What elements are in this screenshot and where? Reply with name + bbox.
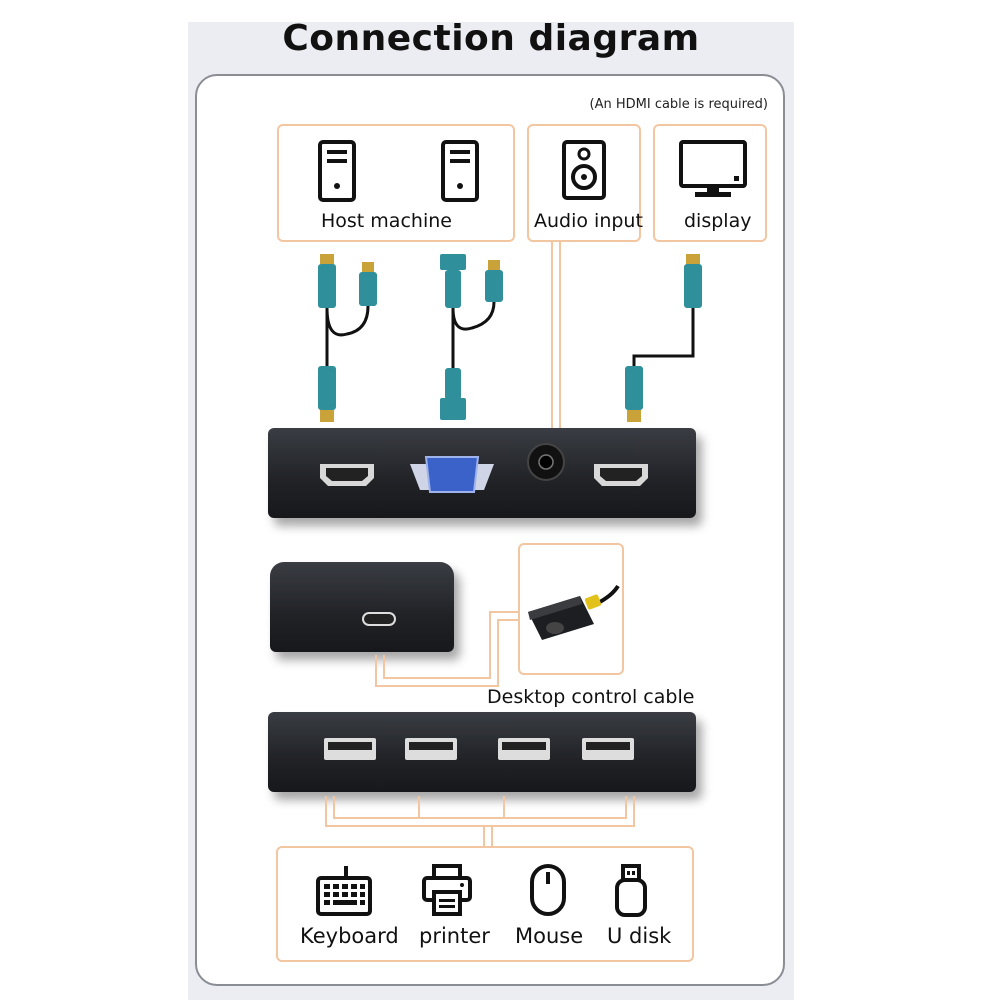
usb-c-port xyxy=(362,612,396,626)
hdmi-port-2 xyxy=(594,464,648,486)
audio-input-label: Audio input xyxy=(534,210,643,232)
usb-port-3 xyxy=(498,738,550,760)
hdmi-note: (An HDMI cable is required) xyxy=(589,97,768,112)
keyboard-icon xyxy=(316,866,372,916)
computer-tower-icon xyxy=(318,140,356,202)
audio-jack xyxy=(527,443,565,481)
hdmi-display-cable xyxy=(625,254,702,422)
printer-icon xyxy=(422,864,472,916)
usb-port-1 xyxy=(324,738,376,760)
mouse-icon xyxy=(530,864,566,916)
speaker-icon xyxy=(562,140,606,200)
printer-label: printer xyxy=(419,924,490,948)
usb-connector-lines xyxy=(325,796,635,846)
usb-disk-label: U disk xyxy=(607,924,672,948)
hdmi-port-1 xyxy=(320,464,374,486)
mouse-label: Mouse xyxy=(515,924,584,948)
computer-tower-icon xyxy=(441,140,479,202)
keyboard-label: Keyboard xyxy=(300,924,399,948)
usb-disk-icon xyxy=(615,864,647,917)
vga-usb-cable xyxy=(440,254,503,420)
vga-port xyxy=(410,456,494,493)
kvm-switch-side xyxy=(270,562,454,652)
hdmi-usb-cable-1 xyxy=(318,254,377,422)
usb-port-4 xyxy=(582,738,634,760)
usb-port-2 xyxy=(405,738,457,760)
desktop-control-cable-label: Desktop control cable xyxy=(487,686,695,708)
page-title: Connection diagram xyxy=(282,18,700,59)
monitor-icon xyxy=(679,140,747,197)
host-machine-label: Host machine xyxy=(321,210,452,232)
display-label: display xyxy=(684,210,752,232)
